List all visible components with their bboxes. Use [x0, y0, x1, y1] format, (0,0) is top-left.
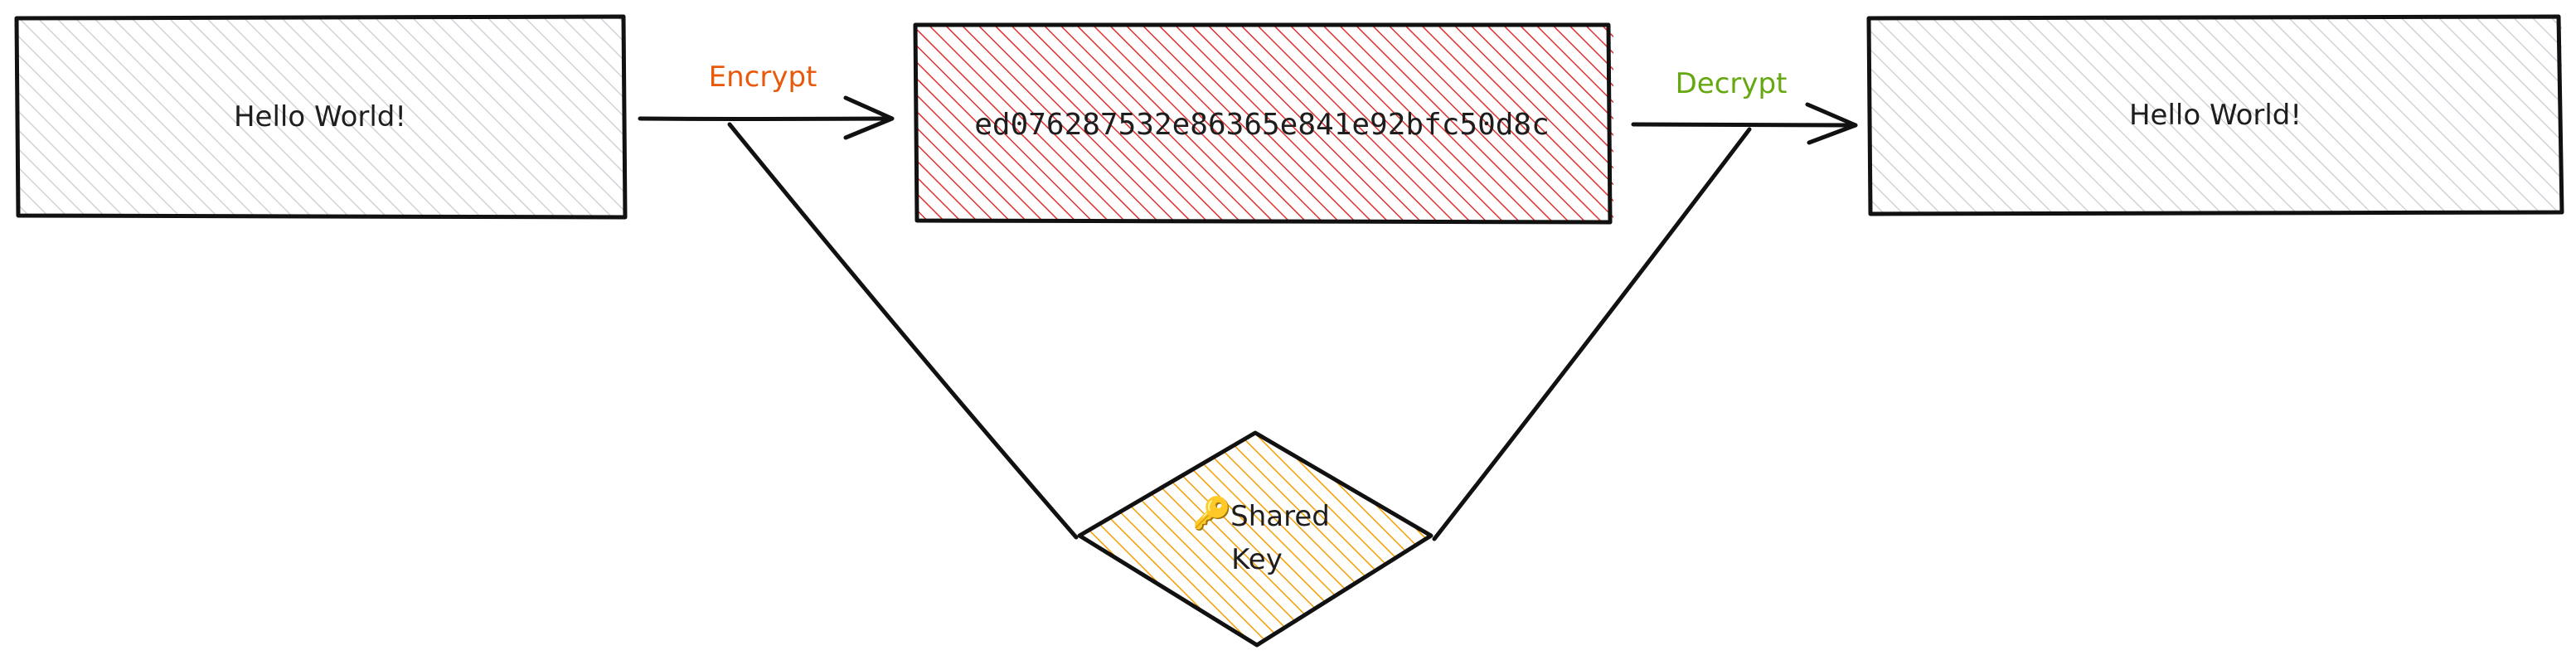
decrypt-key-connector: [1432, 127, 1752, 541]
ciphertext-box-fill: [915, 25, 1613, 222]
encrypt-label: Encrypt: [709, 61, 817, 94]
ciphertext-label: ed076287532e86365e841e92bfc50d8c: [974, 108, 1550, 142]
output-box-outline: [1866, 14, 2564, 216]
encrypt-arrow-head: [843, 95, 895, 140]
output-box-fill: [1869, 17, 2562, 214]
decrypt-label: Decrypt: [1676, 67, 1788, 100]
key-icon: 🔑: [1192, 494, 1231, 532]
plaintext-label: Hello World!: [234, 100, 406, 133]
output-label: Hello World!: [2129, 99, 2302, 132]
encrypt-arrow: Encrypt: [638, 61, 895, 140]
ciphertext-box-outline: [913, 22, 1613, 225]
decrypt-arrow-shaft: [1631, 122, 1858, 128]
plaintext-box-fill: [17, 18, 623, 217]
decrypt-arrow: Decrypt: [1631, 67, 1858, 145]
output-box: Hello World!: [1866, 14, 2564, 216]
shared-key-outline: [1077, 430, 1434, 648]
shared-key-node: 🔑 Shared Key: [1077, 430, 1434, 648]
shared-key-line2: Key: [1231, 543, 1283, 576]
shared-key-line1: Shared: [1230, 500, 1330, 533]
encrypt-key-connector: [727, 122, 1079, 540]
decrypt-arrow-head: [1805, 102, 1858, 145]
shared-key-fill: [1079, 433, 1431, 645]
plaintext-box: Hello World!: [14, 14, 628, 220]
ciphertext-box: ed076287532e86365e841e92bfc50d8c: [913, 22, 1613, 225]
plaintext-box-outline: [14, 14, 628, 220]
